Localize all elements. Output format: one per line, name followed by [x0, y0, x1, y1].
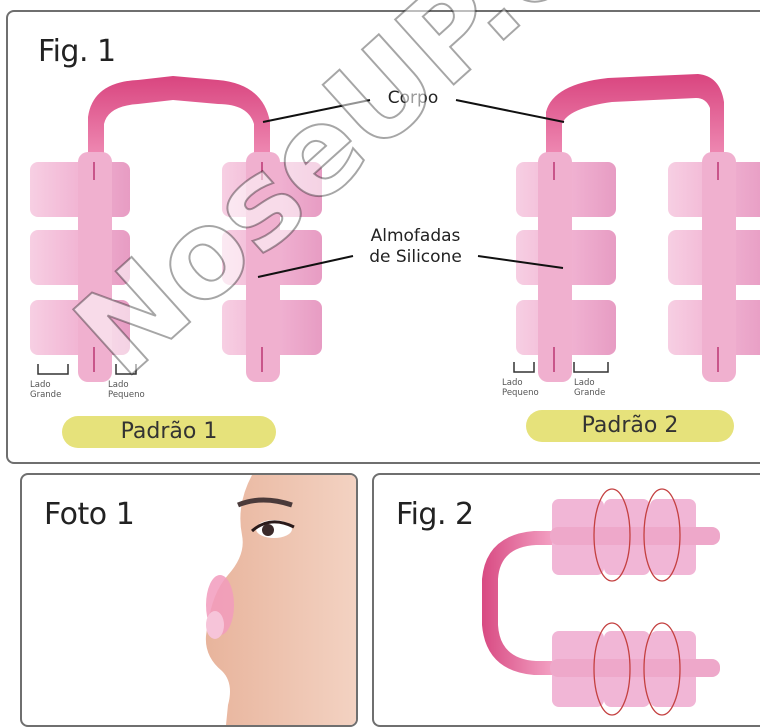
p1-small-side-label: Lado Pequeno: [108, 380, 145, 400]
fig2-bottom-pads: [550, 631, 720, 707]
bracket-p1-large: [38, 364, 68, 374]
pattern2-label: Padrão 2: [526, 410, 734, 442]
pads-label-line1: Almofadas: [353, 226, 478, 247]
figure-2-diagram: [374, 475, 760, 725]
pattern2-body: [546, 74, 724, 162]
photo-1-title: Foto 1: [44, 497, 134, 532]
photo-1-panel: Foto 1: [20, 473, 358, 727]
fig2-top-pads: [550, 499, 720, 575]
corpo-leader-left: [263, 100, 370, 122]
figure-2-panel: Fig. 2: [372, 473, 760, 727]
p2-large-side-label: Lado Grande: [574, 378, 605, 398]
p2-large-side-line1: Lado: [574, 378, 605, 388]
pattern1-left-pads: [30, 152, 130, 382]
p1-small-side-line1: Lado: [108, 380, 145, 390]
bracket-p2-large: [574, 362, 608, 372]
pattern2-right-pads: [668, 152, 760, 382]
p2-small-side-line2: Pequeno: [502, 388, 539, 398]
p2-large-side-line2: Grande: [574, 388, 605, 398]
bracket-p2-small: [514, 362, 534, 372]
bracket-p1-small: [116, 364, 136, 374]
p2-small-side-label: Lado Pequeno: [502, 378, 539, 398]
p2-small-side-line1: Lado: [502, 378, 539, 388]
pads-label: Almofadas de Silicone: [353, 226, 478, 268]
fig2-body: [482, 531, 554, 675]
p1-large-side-label: Lado Grande: [30, 380, 61, 400]
pattern1-body: [88, 76, 270, 162]
p1-small-side-line2: Pequeno: [108, 390, 145, 400]
pattern2-left-pads: [516, 152, 616, 382]
figure-1-panel: Fig. 1: [6, 10, 760, 464]
pads-label-line2: de Silicone: [353, 247, 478, 268]
pattern1-label: Padrão 1: [62, 416, 276, 448]
p1-large-side-line2: Grande: [30, 390, 61, 400]
p1-large-side-line1: Lado: [30, 380, 61, 390]
corpo-label: Corpo: [370, 88, 456, 109]
